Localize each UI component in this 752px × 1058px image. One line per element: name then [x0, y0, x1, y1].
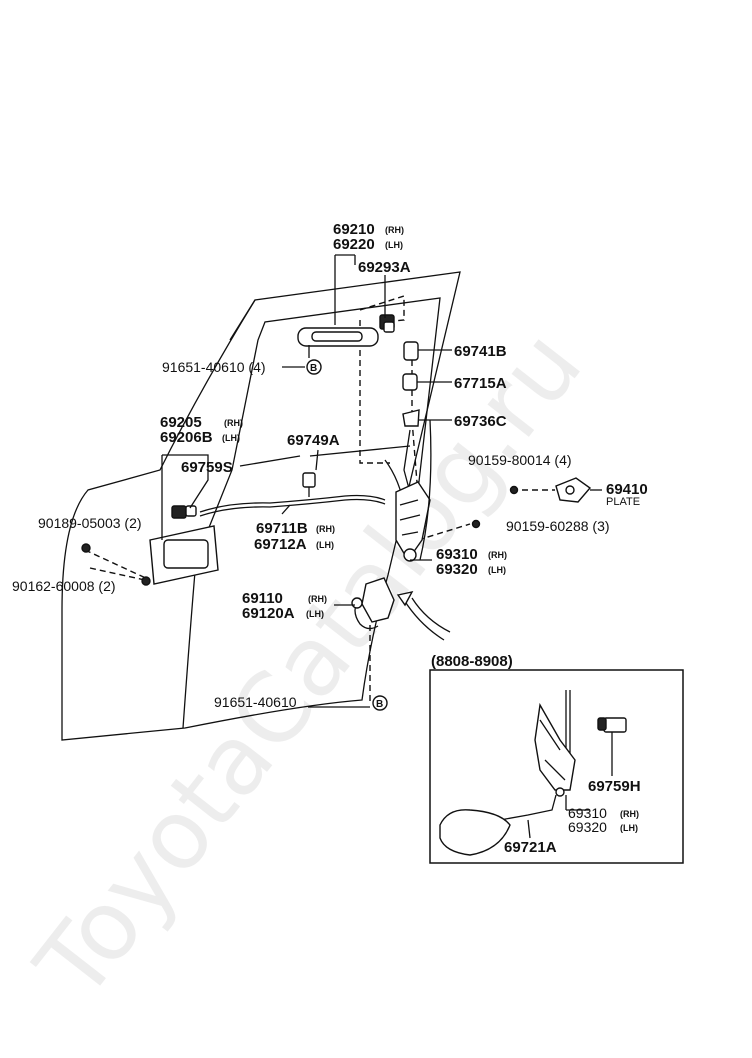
label-90162-60008-2: 90162-60008 (2): [12, 578, 116, 594]
label-91651-40610: 91651-40610: [214, 694, 297, 710]
label-69110-side: (RH): [308, 594, 327, 604]
lock-cylinder-retainer-67715a: [402, 373, 452, 391]
ref-circle-b-2: [372, 695, 388, 711]
inset-clip-69759h: [597, 717, 627, 776]
label-69210: 69210: [333, 221, 375, 238]
control-cable: [199, 494, 386, 513]
label-69736c: 69736C: [454, 413, 507, 430]
label-inset-69310-side: (RH): [620, 809, 639, 819]
ref-b-2: B: [376, 699, 383, 710]
label-69310: 69310: [436, 546, 478, 563]
label-69711b: 69711B: [256, 520, 308, 537]
label-69205: 69205: [160, 414, 202, 431]
door-lock-remote-control: [351, 577, 395, 630]
screw-90159-b: [471, 519, 481, 529]
label-69120a: 69120A: [242, 605, 295, 622]
label-69712a-side: (LH): [316, 540, 334, 550]
label-69120a-side: (LH): [306, 609, 324, 619]
door-outline-inner: [182, 297, 441, 729]
label-69320-side: (LH): [488, 565, 506, 575]
label-69206b: 69206B: [160, 429, 213, 446]
label-67715a: 67715A: [454, 375, 507, 392]
label-inset-69310: 69310: [568, 805, 607, 821]
inset-lock-assembly: [439, 690, 576, 856]
inset-pointer-arrow-2: [411, 597, 451, 633]
dashed-inner-handle-guide: [84, 549, 151, 581]
label-69410: 69410: [606, 481, 648, 498]
door-lock-assembly: [395, 481, 431, 562]
label-69721a: 69721A: [504, 839, 557, 856]
label-69711b-side: (RH): [316, 524, 335, 534]
label-69712a: 69712A: [254, 536, 307, 553]
label-69759h: 69759H: [588, 778, 641, 795]
screw-90162: [141, 576, 151, 586]
label-69205-side: (RH): [224, 418, 243, 428]
lock-cylinder-clip-69736c: [402, 409, 452, 427]
ref-b-1: B: [310, 363, 317, 374]
label-90189-05003-2: 90189-05003 (2): [38, 515, 142, 531]
label-69293a: 69293A: [358, 259, 411, 276]
ref-circle-b-1: [306, 359, 322, 375]
screw-90189: [81, 543, 91, 553]
inset-frame: [429, 669, 684, 864]
label-inset-range: (8808-8908): [431, 653, 513, 670]
label-90159-80014-4: 90159-80014 (4): [468, 452, 572, 468]
watermark-text: ToyotaCatalog.ru: [14, 310, 603, 1020]
label-69749a: 69749A: [287, 432, 340, 449]
label-69110: 69110: [242, 590, 283, 607]
label-69320: 69320: [436, 561, 478, 578]
label-69220-side: (LH): [385, 240, 403, 250]
label-inset-69320: 69320: [568, 819, 607, 835]
striker-plate-69410: [555, 477, 602, 503]
outside-door-handle: [297, 314, 395, 347]
label-90159-60288-3: 90159-60288 (3): [506, 518, 610, 534]
lock-cylinder-69741b: [403, 341, 452, 361]
door-window-edge: [229, 299, 256, 341]
rod-clip-69749a: [302, 472, 316, 497]
label-plate: PLATE: [606, 496, 640, 508]
label-69206b-side: (LH): [222, 433, 240, 443]
control-cable-2: [199, 498, 386, 517]
label-69759s: 69759S: [181, 459, 233, 476]
dashed-rod-guide: [359, 320, 390, 464]
door-outline-outer: [61, 271, 461, 741]
label-inset-69320-side: (LH): [620, 823, 638, 833]
label-69220: 69220: [333, 236, 375, 253]
dashed-screw-guide: [417, 523, 471, 541]
label-91651-40610-4: 91651-40610 (4): [162, 359, 266, 375]
label-69310-side: (RH): [488, 550, 507, 560]
label-69741b: 69741B: [454, 343, 507, 360]
inset-pointer-arrow: [403, 599, 445, 641]
screw-90159-a: [509, 485, 519, 495]
inside-door-handle: [149, 505, 219, 585]
label-69210-side: (RH): [385, 225, 404, 235]
